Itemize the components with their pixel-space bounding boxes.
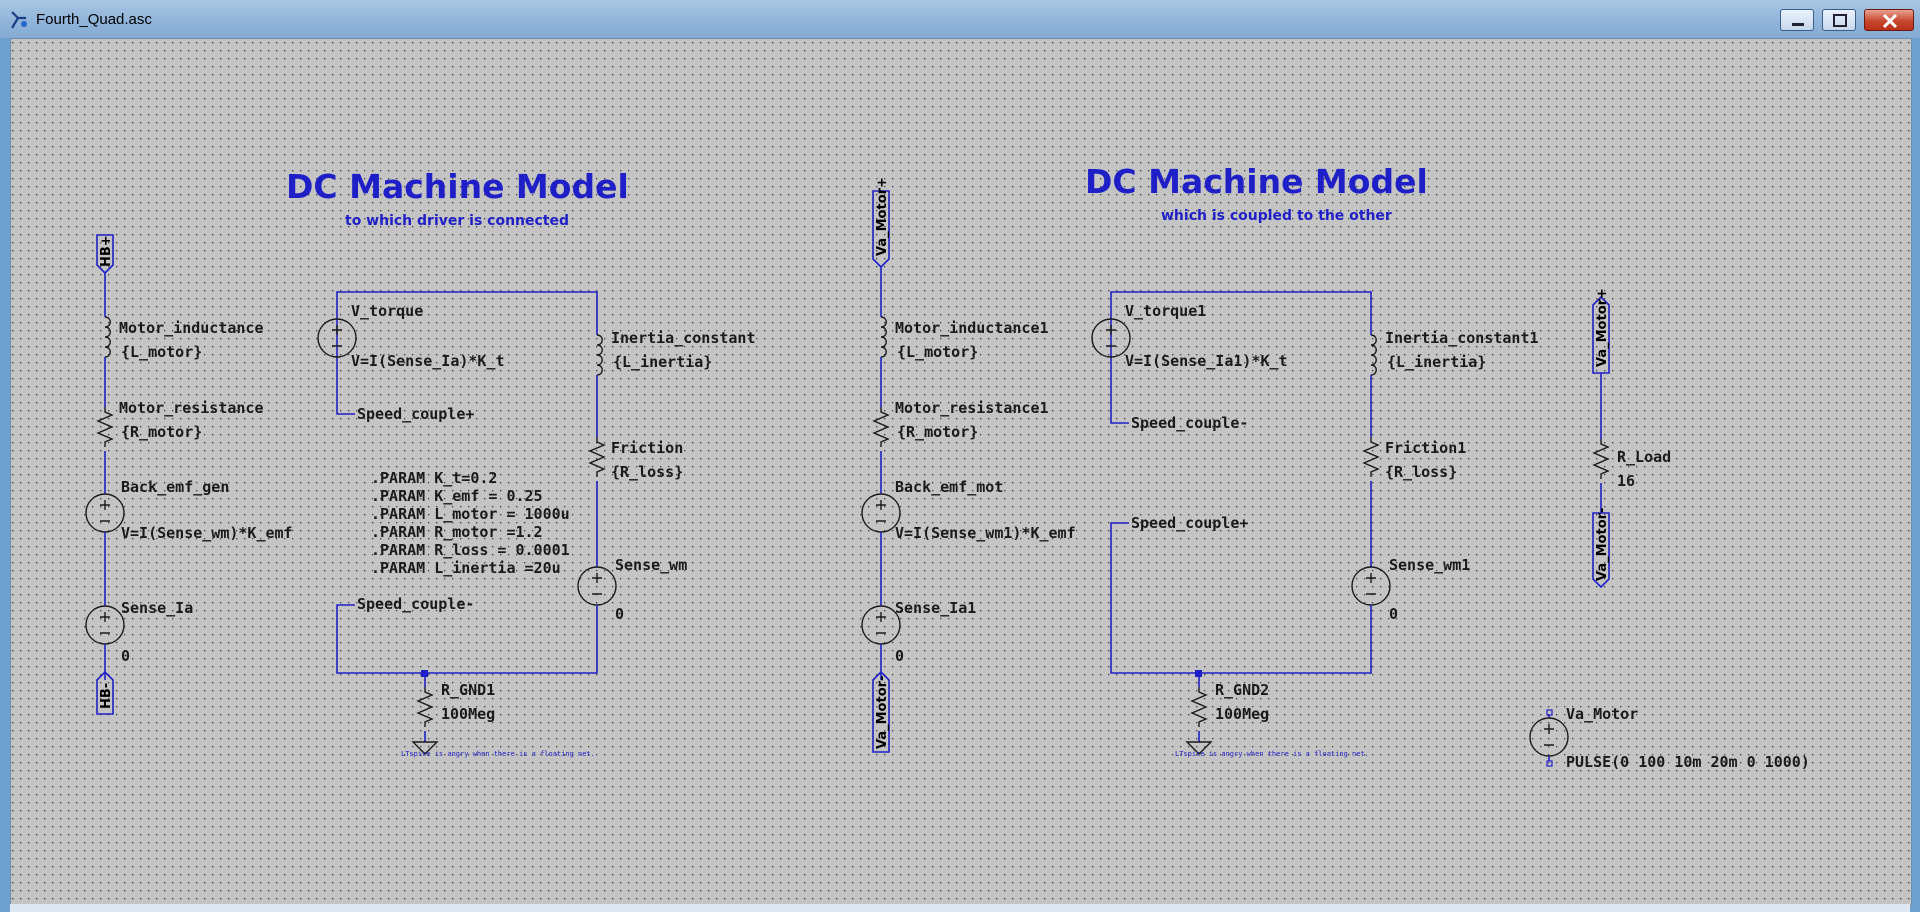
net-flag-load-va-motor-plus[interactable]: Va_Motor+ <box>1592 288 1610 374</box>
right-title: DC Machine Model <box>1085 162 1428 201</box>
label-r-load: R_Load <box>1617 448 1671 466</box>
label-r-gnd1: R_GND1 <box>441 681 495 699</box>
value-sense-ia1: 0 <box>895 647 904 665</box>
label-sense-ia: Sense_Ia <box>121 599 193 617</box>
ground-symbol <box>411 741 439 755</box>
label-back-emf-gen: Back_emf_gen <box>121 478 229 496</box>
load-section: Va_Motor+ Va_Motor- R_Load 16 Va_Motor P… <box>1529 288 1810 771</box>
label-sense-ia1: Sense_Ia1 <box>895 599 976 617</box>
ground-symbol <box>1185 741 1213 755</box>
value-sense-wm: 0 <box>615 605 624 623</box>
label-v-torque: V_torque <box>351 302 423 320</box>
value-v-torque1: V=I(Sense_Ia1)*K_t <box>1125 352 1288 370</box>
label-back-emf-mot: Back_emf_mot <box>895 478 1003 496</box>
close-button[interactable] <box>1864 9 1914 31</box>
param-line: .PARAM K_t=0.2 <box>371 469 497 487</box>
value-motor-resistance: {R_motor} <box>121 423 202 441</box>
maximize-button[interactable] <box>1822 9 1856 31</box>
svg-text:Va_Motor-: Va_Motor- <box>875 676 890 749</box>
value-friction: {R_loss} <box>611 463 683 481</box>
svg-text:HB-: HB- <box>99 683 114 709</box>
param-line: .PARAM L_motor = 1000u <box>371 505 570 523</box>
minimize-icon <box>1792 23 1804 26</box>
label-sense-wm: Sense_wm <box>615 556 687 574</box>
value-r-load: 16 <box>1617 472 1635 490</box>
svg-text:Va_Motor-: Va_Motor- <box>1595 508 1610 581</box>
window-title: Fourth_Quad.asc <box>36 11 152 28</box>
middle-motor-column: Va_Motor+ Va_Motor- Motor_inductance1 {L… <box>861 177 1076 753</box>
note-floating-net-right: LTspice is angry when there is a floatin… <box>1175 750 1369 758</box>
left-title: DC Machine Model <box>286 167 629 206</box>
title-bar[interactable]: Fourth_Quad.asc <box>0 0 1920 38</box>
label-motor-resistance: Motor_resistance <box>119 399 264 417</box>
label-r-gnd2: R_GND2 <box>1215 681 1269 699</box>
value-motor-inductance: {L_motor} <box>121 343 202 361</box>
value-back-emf-mot: V=I(Sense_wm1)*K_emf <box>895 524 1076 542</box>
label-inertia-constant: Inertia_constant <box>611 329 756 347</box>
svg-text:HB+: HB+ <box>99 235 114 267</box>
value-motor-inductance1: {L_motor} <box>897 343 978 361</box>
value-friction1: {R_loss} <box>1385 463 1457 481</box>
svg-text:Va_Motor+: Va_Motor+ <box>875 177 890 256</box>
label-va-motor: Va_Motor <box>1566 705 1638 723</box>
maximize-icon <box>1833 14 1847 27</box>
value-sense-ia: 0 <box>121 647 130 665</box>
value-va-motor: PULSE(0 100 10m 20m 0 1000) <box>1566 753 1810 771</box>
param-line: .PARAM K_emf = 0.25 <box>371 487 543 505</box>
label-motor-inductance: Motor_inductance <box>119 319 264 337</box>
label-speed-couple-minus-right: Speed_couple- <box>1131 414 1248 432</box>
right-dc-machine: DC Machine Model which is coupled to the… <box>1085 162 1539 758</box>
value-v-torque: V=I(Sense_Ia)*K_t <box>351 352 505 370</box>
right-subtitle: which is coupled to the other <box>1161 208 1392 224</box>
net-flag-va-motor-plus[interactable]: Va_Motor+ <box>872 177 890 269</box>
value-inertia-constant1: {L_inertia} <box>1387 353 1486 371</box>
svg-text:Va_Motor+: Va_Motor+ <box>1595 288 1610 367</box>
schematic-frame: DC Machine Model to which driver is conn… <box>10 38 1912 906</box>
net-flag-va-motor-minus[interactable]: Va_Motor- <box>872 670 890 753</box>
param-line: .PARAM R_loss = 0.0001 <box>371 541 570 559</box>
value-motor-resistance1: {R_motor} <box>897 423 978 441</box>
value-r-gnd1: 100Meg <box>441 705 495 723</box>
value-inertia-constant: {L_inertia} <box>613 353 712 371</box>
value-r-gnd2: 100Meg <box>1215 705 1269 723</box>
label-speed-couple-plus-right: Speed_couple+ <box>1131 514 1248 532</box>
label-speed-couple-plus: Speed_couple+ <box>357 405 474 423</box>
net-flag-hb-minus[interactable]: HB- <box>96 670 114 715</box>
note-floating-net-left: LTspice is angry when there is a floatin… <box>401 750 595 758</box>
net-flag-load-va-motor-minus[interactable]: Va_Motor- <box>1592 508 1610 589</box>
label-friction1: Friction1 <box>1385 439 1466 457</box>
spice-directives[interactable]: .PARAM K_t=0.2 .PARAM K_emf = 0.25 .PARA… <box>371 469 570 577</box>
ltspice-app-icon <box>11 11 27 29</box>
label-motor-resistance1: Motor_resistance1 <box>895 399 1049 417</box>
status-strip <box>10 904 1910 912</box>
close-icon <box>1882 13 1898 29</box>
param-line: .PARAM R_motor =1.2 <box>371 523 543 541</box>
grid-background <box>11 39 1911 905</box>
label-motor-inductance1: Motor_inductance1 <box>895 319 1049 337</box>
left-subtitle: to which driver is connected <box>345 213 569 229</box>
net-flag-hb-plus[interactable]: HB+ <box>96 234 114 275</box>
label-sense-wm1: Sense_wm1 <box>1389 556 1470 574</box>
label-v-torque1: V_torque1 <box>1125 302 1206 320</box>
label-speed-couple-minus: Speed_couple- <box>357 595 474 613</box>
left-dc-machine: DC Machine Model to which driver is conn… <box>85 167 756 758</box>
label-friction: Friction <box>611 439 683 457</box>
param-line: .PARAM L_inertia =20u <box>371 559 561 577</box>
label-inertia-constant1: Inertia_constant1 <box>1385 329 1539 347</box>
value-sense-wm1: 0 <box>1389 605 1398 623</box>
value-back-emf-gen: V=I(Sense_wm)*K_emf <box>121 524 293 542</box>
minimize-button[interactable] <box>1780 9 1814 31</box>
schematic-canvas[interactable]: DC Machine Model to which driver is conn… <box>11 39 1911 905</box>
